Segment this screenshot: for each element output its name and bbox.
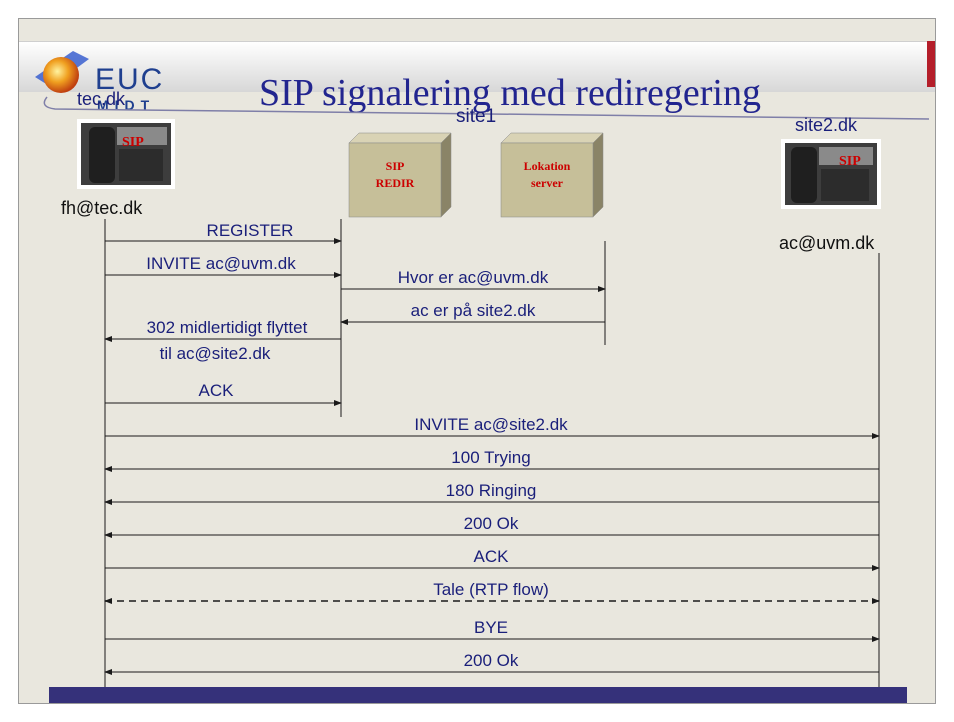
sequence-diagram: tec.dk site1 site2.dk fh@tec.dk ac@uvm.d… — [43, 89, 930, 687]
right-user-label: ac@uvm.dk — [779, 233, 875, 253]
sip-redirect-server-icon: SIP REDIR — [348, 132, 452, 218]
location-server-line2: server — [531, 176, 564, 190]
redirect-server-line2: REDIR — [376, 176, 415, 190]
right-phone-sip-label: SIP — [839, 154, 861, 169]
euc-midt-logo: EUC MIDT — [33, 43, 183, 113]
title-band-accent — [927, 41, 935, 87]
location-server-icon: Lokation server — [500, 132, 604, 218]
msg-invite-label: INVITE ac@uvm.dk — [146, 254, 296, 273]
right-domain-label: site2.dk — [795, 115, 858, 135]
left-sip-phone-icon: SIP — [77, 119, 175, 189]
page-title: SIP signalering med rediregering — [259, 72, 761, 114]
msg-302-label: 302 midlertidigt flyttet — [147, 318, 308, 337]
msg-200-ok-label: 200 Ok — [464, 514, 519, 533]
location-server-line1: Lokation — [524, 159, 571, 173]
logo-text-euc: EUC — [95, 63, 165, 96]
title-band — [19, 41, 935, 92]
logo-sphere-icon — [35, 51, 89, 93]
msg-register-label: REGISTER — [207, 221, 294, 240]
msg-180-ringing-label: 180 Ringing — [446, 481, 537, 500]
slide: EUC MIDT SIP signalering med rediregerin… — [18, 18, 936, 704]
left-phone-sip-label: SIP — [122, 135, 144, 150]
site1-label: site1 — [456, 106, 496, 127]
msg-ack-callee-label: ACK — [474, 547, 510, 566]
left-user-label: fh@tec.dk — [61, 198, 143, 218]
msg-100-trying-label: 100 Trying — [451, 448, 530, 467]
msg-bye-label: BYE — [474, 618, 508, 637]
header-rule — [43, 96, 930, 120]
msg-ack-redirect-label: ACK — [199, 381, 235, 400]
msg-invite-site2-label: INVITE ac@site2.dk — [414, 415, 568, 434]
msg-location-reply-label: ac er på site2.dk — [411, 301, 536, 320]
msg-rtp-flow-label: Tale (RTP flow) — [433, 580, 549, 599]
msg-location-query-label: Hvor er ac@uvm.dk — [398, 268, 549, 287]
msg-302-label-line2: til ac@site2.dk — [160, 344, 271, 363]
left-domain-label: tec.dk — [77, 89, 126, 109]
redirect-server-line1: SIP — [386, 159, 405, 173]
right-sip-phone-icon: SIP — [781, 139, 881, 209]
footer-bar — [49, 687, 907, 703]
msg-200-ok-final-label: 200 Ok — [464, 651, 519, 670]
